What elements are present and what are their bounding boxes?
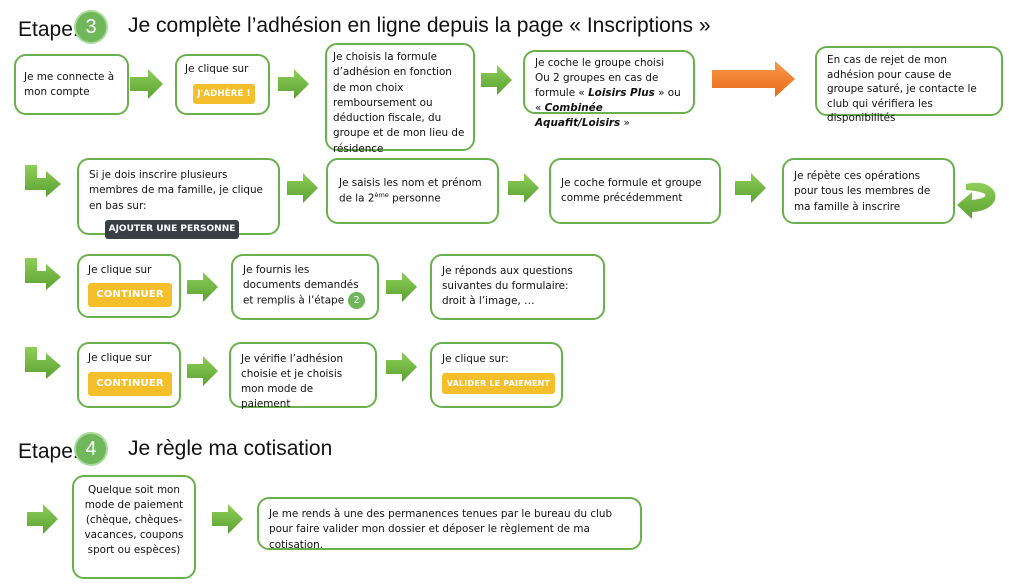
box-check-group-line3: « Combinée Aquafit/Loisirs » <box>535 101 630 129</box>
bent-arrow-icon <box>25 258 61 290</box>
box-multiple-members-text: Si je dois inscrire plusieurs membres de… <box>89 169 263 212</box>
right-arrow-icon <box>130 69 163 99</box>
right-arrow-icon <box>481 65 512 95</box>
bent-arrow-icon <box>25 165 61 197</box>
box-connect-account: Je me connecte à mon compte <box>14 54 129 115</box>
box-check-group: Je coche le groupe choisi Ou 2 groupes e… <box>523 50 695 129</box>
right-arrow-icon <box>187 356 218 386</box>
validate-payment-button[interactable]: VALIDER LE PAIEMENT <box>442 373 555 395</box>
continue-button-1[interactable]: CONTINUER <box>88 283 172 308</box>
right-arrow-icon <box>212 504 243 534</box>
box-repeat-operations: Je répète ces opérations pour tous les m… <box>782 158 955 224</box>
box-check-group-line2: Ou 2 groupes en cas de formule « Loisirs… <box>535 71 681 99</box>
right-arrow-icon <box>735 173 766 203</box>
box-payment-mode: Quelque soit mon mode de paiement (chèqu… <box>72 475 196 579</box>
box-click-adhere-text: Je clique sur <box>185 63 249 75</box>
loop-back-arrow-icon <box>957 182 996 219</box>
box-answer-questions-text: Je réponds aux questions suivantes du fo… <box>442 265 573 308</box>
box-visit-office: Je me rends à une des permanences tenues… <box>257 497 642 551</box>
step4-title: Je règle ma cotisation <box>128 437 333 460</box>
right-arrow-icon <box>27 504 58 534</box>
right-arrow-icon <box>278 69 309 99</box>
right-arrow-icon <box>712 61 795 97</box>
bent-arrow-icon <box>25 347 61 379</box>
box-choose-formula-text: Je choisis la formule d’adhésion en fonc… <box>333 51 465 155</box>
box-provide-documents-text: Je fournis les documents demandés et rem… <box>243 263 367 310</box>
add-person-button[interactable]: AJOUTER UNE PERSONNE <box>105 219 239 239</box>
box-click-validate-text: Je clique sur: <box>442 353 509 365</box>
box-visit-office-text: Je me rends à une des permanences tenues… <box>269 508 613 551</box>
box-click-continue-2-text: Je clique sur <box>88 352 152 364</box>
continue-button-2[interactable]: CONTINUER <box>88 372 172 397</box>
step2-badge: 2 <box>348 292 366 310</box>
box-enter-name-text: Je saisis les nom et prénom de la 2ème p… <box>339 177 482 205</box>
box-check-group-line1: Je coche le groupe choisi <box>535 57 665 69</box>
formula-loisirs-plus: Loisirs Plus <box>588 86 655 99</box>
step4-number-badge: 4 <box>74 432 108 466</box>
right-arrow-icon <box>386 272 417 302</box>
right-arrow-icon <box>187 272 218 302</box>
box-click-continue-1: Je clique sur CONTINUER <box>77 254 181 318</box>
box-check-formula-group-text: Je coche formule et groupe comme précéde… <box>561 177 702 205</box>
box-repeat-operations-text: Je répète ces opérations pour tous les m… <box>794 170 931 213</box>
box-enter-name: Je saisis les nom et prénom de la 2ème p… <box>326 158 499 224</box>
right-arrow-icon <box>386 352 417 382</box>
box-payment-mode-text: Quelque soit mon mode de paiement (chèqu… <box>84 484 184 556</box>
box-rejection-contact: En cas de rejet de mon adhésion pour cau… <box>815 46 1003 124</box>
step3-number-badge: 3 <box>74 10 108 44</box>
box-click-validate: Je clique sur: VALIDER LE PAIEMENT <box>430 342 563 408</box>
adhere-button[interactable]: J'ADHÈRE ! <box>193 84 255 105</box>
box-click-continue-1-text: Je clique sur <box>88 264 152 276</box>
right-arrow-icon <box>508 173 539 203</box>
right-arrow-icon <box>287 173 318 203</box>
box-click-adhere: Je clique sur J'ADHÈRE ! <box>175 54 270 115</box>
box-verify-payment-mode-text: Je vérifie l’adhésion choisie et je choi… <box>241 353 344 410</box>
box-connect-account-text: Je me connecte à mon compte <box>24 71 115 99</box>
box-choose-formula: Je choisis la formule d’adhésion en fonc… <box>325 43 475 155</box>
step3-label: Etape: <box>18 18 79 41</box>
box-verify-payment-mode: Je vérifie l’adhésion choisie et je choi… <box>229 342 377 410</box>
step3-title: Je complète l’adhésion en ligne depuis l… <box>128 14 711 37</box>
box-provide-documents: Je fournis les documents demandés et rem… <box>231 254 379 320</box>
formula-combinee: Combinée Aquafit/Loisirs <box>535 101 621 129</box>
box-answer-questions: Je réponds aux questions suivantes du fo… <box>430 254 605 320</box>
step4-label: Etape: <box>18 440 79 463</box>
box-check-formula-group: Je coche formule et groupe comme précéde… <box>549 158 721 224</box>
box-click-continue-2: Je clique sur CONTINUER <box>77 342 181 408</box>
box-rejection-contact-text: En cas de rejet de mon adhésion pour cau… <box>827 54 977 125</box>
box-multiple-members: Si je dois inscrire plusieurs membres de… <box>77 158 280 239</box>
